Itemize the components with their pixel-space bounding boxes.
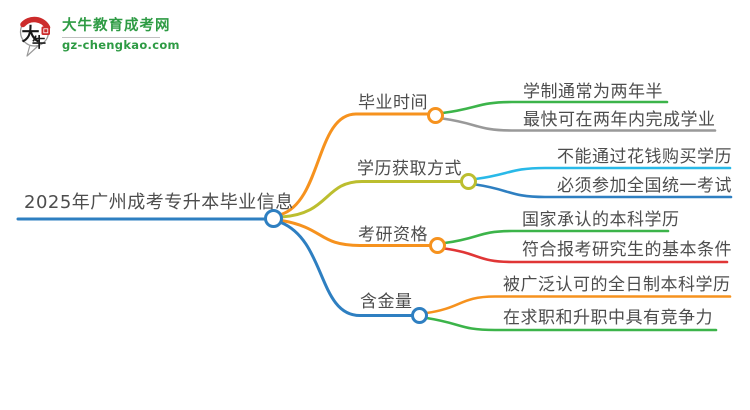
child-line-fastest-two-years — [441, 117, 717, 132]
branch-line-value — [279, 221, 414, 317]
logo-text-block: 大牛教育成考网 gz-chengkao.com — [62, 14, 180, 52]
child-line-postgrad-conditions — [443, 247, 729, 264]
child-label-study-length: 学制通常为两年半 — [523, 82, 663, 102]
logo-char-da: 大 — [22, 24, 40, 46]
branch-circle-graduation-time — [427, 107, 444, 124]
logo-bull-bubble-icon: 大 牛 — [19, 16, 51, 57]
logo-title: 大牛教育成考网 — [62, 18, 171, 34]
child-label-national-exam: 必须参加全国统一考试 — [557, 176, 732, 196]
branch-label-graduation-time: 毕业时间 — [358, 93, 428, 113]
child-label-fastest-two-years: 最快可在两年内完成学业 — [523, 110, 716, 130]
branch-label-degree-acquisition: 学历获取方式 — [357, 159, 462, 179]
child-line-study-length — [441, 100, 669, 115]
site-logo: 大 牛 大牛教育成考网 gz-chengkao.com — [18, 14, 180, 60]
child-label-cannot-buy-degree: 不能通过花钱购买学历 — [557, 147, 732, 167]
root-node-label: 2025年广州成考专升本毕业信息 — [24, 192, 294, 213]
child-label-state-recognized: 国家承认的本科学历 — [522, 210, 680, 230]
child-line-state-recognized — [443, 229, 670, 245]
logo-divider — [62, 36, 160, 38]
branch-label-value: 含金量 — [360, 292, 413, 312]
child-line-national-exam — [474, 183, 733, 199]
child-label-widely-recognized: 被广泛认可的全日制本科学历 — [503, 275, 731, 295]
branch-circle-value — [411, 307, 428, 324]
logo-char-niu: 牛 — [32, 35, 46, 52]
branch-circle-degree-acquisition — [460, 173, 477, 190]
child-line-cannot-buy-degree — [474, 166, 732, 181]
branch-line-graduation-time — [279, 112, 430, 216]
branch-line-degree-acquisition — [280, 180, 463, 219]
child-label-competitive: 在求职和升职中具有竞争力 — [503, 308, 713, 328]
child-line-widely-recognized — [425, 295, 732, 315]
logo-url: gz-chengkao.com — [62, 37, 180, 52]
child-line-competitive — [425, 316, 718, 332]
branch-label-postgrad-eligibility: 考研资格 — [358, 225, 428, 245]
root-node-circle — [264, 209, 283, 228]
branch-line-postgrad-eligibility — [280, 219, 432, 247]
branch-circle-postgrad-eligibility — [429, 237, 446, 254]
child-label-postgrad-conditions: 符合报考研究生的基本条件 — [522, 240, 732, 260]
